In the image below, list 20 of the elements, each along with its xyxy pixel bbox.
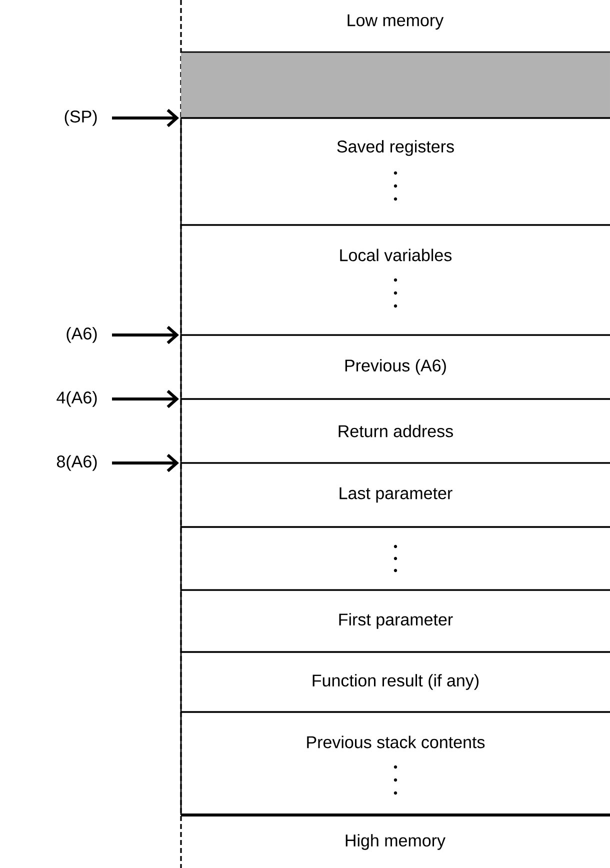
arrow	[112, 390, 179, 408]
memory-label: High memory	[346, 834, 446, 850]
stack-cell: Previous (A6)	[180, 334, 610, 400]
stack-cell: Saved registers	[180, 117, 610, 226]
arrow	[112, 454, 179, 472]
pointer-label: 4(A6)	[56, 391, 97, 407]
stack-cell	[180, 51, 610, 119]
pointer-label: 8(A6)	[56, 455, 97, 471]
stack-cell	[180, 526, 610, 591]
stack-cell: Local variables	[180, 224, 610, 336]
memory-label: Low memory	[348, 14, 444, 30]
arrow	[112, 326, 179, 344]
pointer-label: (SP)	[64, 110, 97, 126]
stack-cell: Function result (if any)	[180, 651, 610, 713]
arrow	[112, 108, 179, 128]
stack-cell: Last parameter	[180, 462, 610, 528]
pointer-label: (A6)	[66, 327, 97, 343]
stack-cell: Return address	[180, 398, 610, 464]
stack-cell: First parameter	[180, 589, 610, 653]
stack-cell: Previous stack contents	[180, 711, 610, 816]
